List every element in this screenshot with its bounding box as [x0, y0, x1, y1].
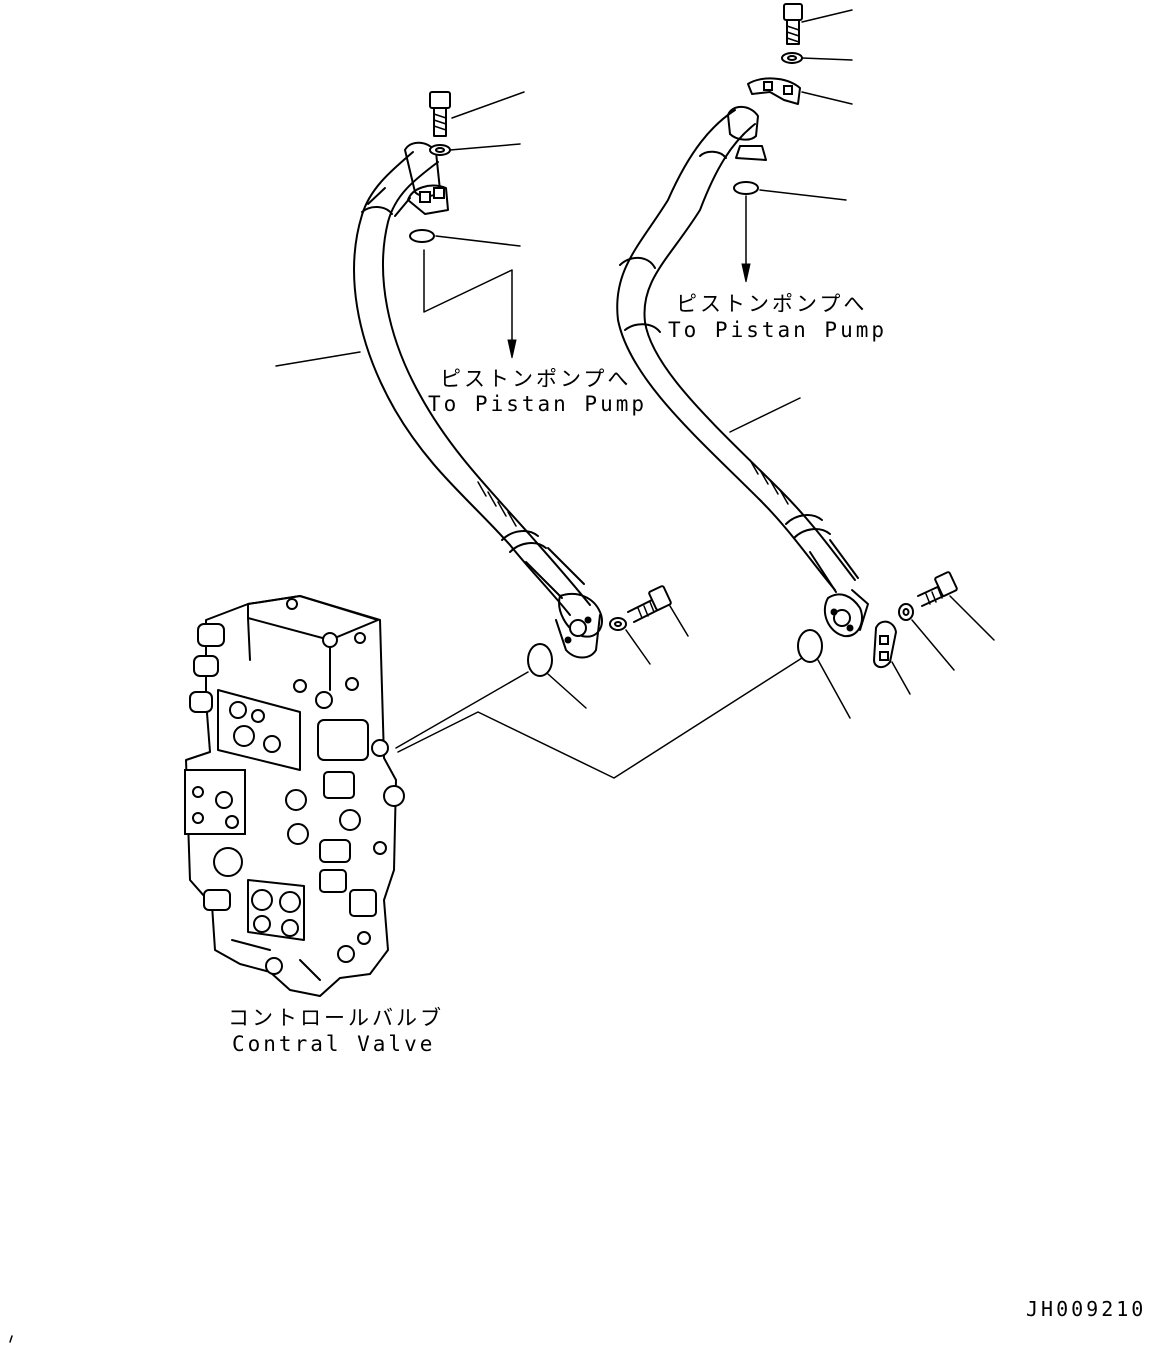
pump-label-right-en: To Pistan Pump — [668, 318, 888, 342]
right-hose-assembly — [616, 3, 995, 719]
pump-label-left-jp: ピストンポンプへ — [440, 367, 632, 391]
drawing-id: JH009210 — [1026, 1297, 1147, 1321]
pump-label-left-en: To Pistan Pump — [428, 392, 648, 416]
control-valve-label-jp: コントロールバルブ — [228, 1006, 444, 1030]
control-valve — [184, 595, 405, 997]
corner-mark — [9, 1335, 13, 1343]
pump-label-right-jp: ピストンポンプへ — [676, 292, 868, 316]
valve-link-lines — [395, 657, 803, 779]
left-hose-assembly — [275, 91, 689, 709]
control-valve-label-en: Contral Valve — [232, 1032, 436, 1056]
